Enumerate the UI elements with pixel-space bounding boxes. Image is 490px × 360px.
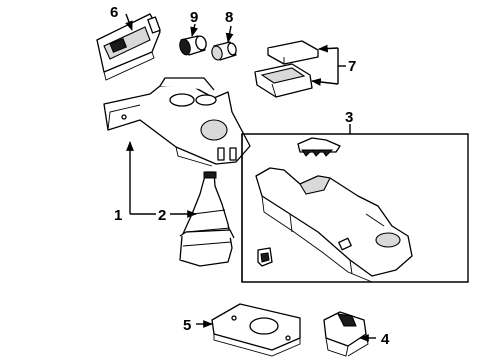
leader-lines bbox=[125, 13, 376, 342]
callout-7: 7 bbox=[348, 58, 356, 75]
callout-4: 4 bbox=[381, 331, 390, 348]
part-7-storage-tray bbox=[254, 40, 319, 98]
part-3-clip bbox=[257, 247, 273, 267]
part-4-mount-bracket bbox=[323, 311, 369, 357]
callout-2: 2 bbox=[158, 207, 166, 224]
callout-5: 5 bbox=[183, 317, 191, 334]
callout-1: 1 bbox=[114, 207, 122, 224]
part-9-socket bbox=[179, 35, 207, 56]
part-2-shift-boot bbox=[179, 171, 235, 267]
callout-6: 6 bbox=[110, 4, 118, 21]
part-3-group-frame bbox=[241, 133, 469, 283]
part-3-rear-console bbox=[255, 137, 413, 283]
part-5-bracket-plate bbox=[211, 303, 301, 357]
callout-9: 9 bbox=[190, 9, 198, 26]
callout-8: 8 bbox=[225, 9, 233, 26]
part-6-switch-bezel bbox=[96, 13, 161, 81]
callout-3: 3 bbox=[345, 109, 353, 126]
part-1-front-console bbox=[103, 77, 251, 167]
callout-labels: 6 9 8 7 3 1 2 5 4 bbox=[110, 4, 390, 348]
part-8-lighter bbox=[211, 41, 237, 61]
